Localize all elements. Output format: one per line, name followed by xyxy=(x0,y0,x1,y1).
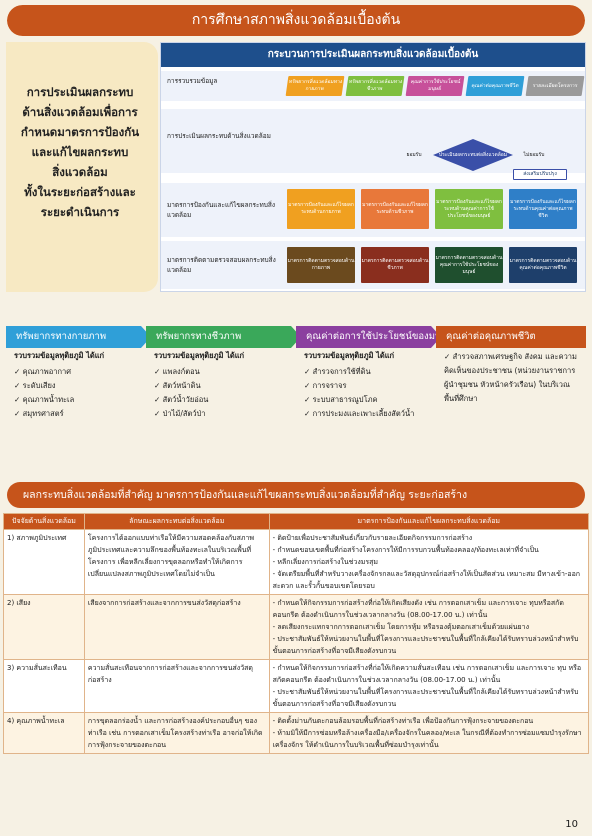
improve-box: ส่งเสริมปรับปรุง xyxy=(513,169,567,180)
table-header-cell: ปัจจัยด้านสิ่งแวดล้อม xyxy=(3,513,85,530)
category-column: รวบรวมข้อมูลทุติยภูมิ ได้แก่ ✓ คุณภาพอากา… xyxy=(14,350,147,468)
summary-line: ทั้งในระยะก่อสร้างและ xyxy=(24,185,136,199)
lane-label: การประเมินผลกระทบด้านสิ่งแวดล้อม xyxy=(167,132,271,140)
category-item: ✓ ระดับเสียง xyxy=(14,381,56,390)
table-row: 1) สภาพภูมิประเทศโครงการได้ออกแบบท่าเรือ… xyxy=(3,529,590,595)
category-item: ✓ การจราจร xyxy=(304,381,347,390)
measure-item: - ติดตั้งม่านกันตะกอนล้อมรอบพื้นที่ก่อสร… xyxy=(272,717,534,725)
measure-item: - ติดป้ายเพื่อประชาสัมพันธ์เกี่ยวกับรายล… xyxy=(272,534,473,542)
mitigation-box: มาตรการป้องกันและแก้ไขผลกระทบด้านคุณค่าต… xyxy=(509,189,577,229)
category-header: ทรัพยากรทางกายภาพ xyxy=(6,326,151,348)
table-header-cell: มาตรการป้องกันและแก้ไขผลกระทบสิ่งแวดล้อม xyxy=(268,513,590,530)
category-item: ✓ คุณภาพอากาศ xyxy=(14,367,71,376)
summary-line: และแก้ไขผลกระทบ xyxy=(31,145,129,159)
table-header-cell: ลักษณะผลกระทบต่อสิ่งแวดล้อม xyxy=(83,513,270,530)
category-item: ✓ สำรวจการใช้ที่ดิน xyxy=(304,367,371,376)
accept-label: ยอมรับ xyxy=(406,151,422,158)
impact-cell: การขุดลอกร่องน้ำ และการก่อสร้างองค์ประกอ… xyxy=(83,712,270,754)
summary-line: ระยะดำเนินการ xyxy=(40,205,120,219)
lane-label: มาตรการป้องกันและแก้ไขผลกระทบสิ่งแวดล้อม xyxy=(167,201,276,219)
measure-item: - จัดเตรียมพื้นที่สำหรับวางเครื่องจักรกล… xyxy=(272,570,581,590)
mitigation-box: มาตรการป้องกันและแก้ไขผลกระทบด้านคุณค่าก… xyxy=(435,189,503,229)
category-intro: รวบรวมข้อมูลทุติยภูมิ ได้แก่ xyxy=(304,351,395,360)
category-item: ✓ คุณภาพน้ำทะเล xyxy=(14,395,75,404)
measure-item: - ห้ามมิให้มีการซ่อมหรือล้างเครื่องมือ/เ… xyxy=(272,729,582,749)
lane-label: มาตรการติดตามตรวจสอบผลกระทบสิ่งแวดล้อม xyxy=(167,256,276,274)
impact-table: ปัจจัยด้านสิ่งแวดล้อมลักษณะผลกระทบต่อสิ่… xyxy=(3,513,590,754)
summary-panel xyxy=(6,42,158,292)
process-lane: การประเมินผลกระทบด้านสิ่งแวดล้อม xyxy=(161,109,585,173)
table-header-row: ปัจจัยด้านสิ่งแวดล้อมลักษณะผลกระทบต่อสิ่… xyxy=(3,513,590,530)
category-header-row: ทรัพยากรทางกายภาพทรัพยากรทางชีวภาพคุณค่า… xyxy=(6,326,586,348)
mitigation-box: มาตรการป้องกันและแก้ไขผลกระทบด้านกายภาพ xyxy=(287,189,355,229)
section-title: ผลกระทบสิ่งแวดล้อมที่สำคัญ มาตรการป้องกั… xyxy=(23,489,468,501)
top-banner: การศึกษาสภาพสิ่งแวดล้อมเบื้องต้น xyxy=(7,5,585,36)
monitoring-box: มาตรการติดตามตรวจสอบด้านคุณค่าการใช้ประโ… xyxy=(435,247,503,283)
category-header: คุณค่าต่อคุณภาพชีวิต xyxy=(436,326,586,348)
category-item: ✓ ระบบสาธารณูปโภค xyxy=(304,395,378,404)
measures-cell: - กำหนดให้กิจกรรมการก่อสร้างที่ก่อให้เกิ… xyxy=(268,594,590,660)
summary-line: สิ่งแวดล้อม xyxy=(52,165,108,179)
category-detail-grid: รวบรวมข้อมูลทุติยภูมิ ได้แก่ ✓ คุณภาพอากา… xyxy=(6,350,586,468)
summary-text: การประเมินผลกระทบด้านสิ่งแวดล้อมเพื่อการ… xyxy=(8,82,152,222)
category-intro: รวบรวมข้อมูลทุติยภูมิ ได้แก่ xyxy=(14,351,105,360)
impact-cell: ความสั่นสะเทือนจากการก่อสร้างและจากการขน… xyxy=(83,659,270,713)
collect-box: ทรัพยากรสิ่งแวดล้อมทางชีวภาพ xyxy=(345,76,405,96)
measures-cell: - กำหนดให้กิจกรรมการก่อสร้างที่ก่อให้เกิ… xyxy=(268,659,590,713)
table-row: 3) ความสั่นสะเทือนความสั่นสะเทือนจากการก… xyxy=(3,659,590,713)
factor-cell: 4) คุณภาพน้ำทะเล xyxy=(3,712,85,754)
category-header: ทรัพยากรทางชีวภาพ xyxy=(146,326,301,348)
category-item: ✓ การประมงและเพาะเลี้ยงสัตว์น้ำ xyxy=(304,409,415,418)
measure-item: - กำหนดให้กิจกรรมการก่อสร้างที่ก่อให้เกิ… xyxy=(272,599,564,619)
table-row: 2) เสียงเสียงจากการก่อสร้างและจากการขนส่… xyxy=(3,594,590,660)
summary-line: กำหนดมาตรการป้องกัน xyxy=(20,125,140,139)
mitigation-box: มาตรการป้องกันและแก้ไขผลกระทบด้านชีวภาพ xyxy=(361,189,429,229)
impact-cell: โครงการได้ออกแบบท่าเรือให้มีความสอดคล้อง… xyxy=(83,529,270,595)
category-intro: รวบรวมข้อมูลทุติยภูมิ ได้แก่ xyxy=(154,351,245,360)
measure-item: - ประชาสัมพันธ์ให้หน่วยงานในพื้นที่โครงก… xyxy=(272,635,579,655)
monitoring-box: มาตรการติดตามตรวจสอบด้านชีวภาพ xyxy=(361,247,429,283)
category-item: ✓ แพลงก์ตอน xyxy=(154,367,200,376)
summary-line: การประเมินผลกระทบ xyxy=(26,85,134,99)
collect-box: คุณค่าการใช้ประโยชน์มนุษย์ xyxy=(405,76,465,96)
category-column: ✓ สำรวจสภาพเศรษฐกิจ สังคม และความคิดเห็น… xyxy=(444,350,582,468)
measures-cell: - ติดป้ายเพื่อประชาสัมพันธ์เกี่ยวกับรายล… xyxy=(268,529,590,595)
measure-item: - กำหนดให้กิจกรรมการก่อสร้างที่ก่อให้เกิ… xyxy=(272,664,582,684)
category-column: รวบรวมข้อมูลทุติยภูมิ ได้แก่ ✓ แพลงก์ตอน ✓… xyxy=(154,350,297,468)
category-item: ✓ ป่าไม้/สัตว์ป่า xyxy=(154,409,206,418)
measures-cell: - ติดตั้งม่านกันตะกอนล้อมรอบพื้นที่ก่อสร… xyxy=(268,712,590,754)
category-item: ✓ สมุทรศาสตร์ xyxy=(14,409,64,418)
collect-box: คุณค่าต่อคุณภาพชีวิต xyxy=(465,76,525,96)
monitoring-box: มาตรการติดตามตรวจสอบด้านกายภาพ xyxy=(287,247,355,283)
measure-item: - หลีกเลี่ยงการก่อสร้างในช่วงมรสุม xyxy=(272,558,379,566)
factor-cell: 2) เสียง xyxy=(3,594,85,660)
measure-item: - ประชาสัมพันธ์ให้หน่วยงานในพื้นที่โครงก… xyxy=(272,688,579,708)
category-item: ✓ สัตว์หน้าดิน xyxy=(154,381,201,390)
category-item: ✓ สำรวจสภาพเศรษฐกิจ สังคม และความคิดเห็น… xyxy=(444,352,577,403)
measure-item: - ลดเสียงกระแทกจากการตอกเสาเข็ม โดยการหุ… xyxy=(272,623,529,631)
impact-cell: เสียงจากการก่อสร้างและจากการขนส่งวัสดุก่… xyxy=(83,594,270,660)
process-diagram: กระบวนการประเมินผลกระทบสิ่งแวดล้อมเบื้อง… xyxy=(160,42,586,292)
category-item: ✓ สัตว์น้ำวัยอ่อน xyxy=(154,395,209,404)
page-number: 10 xyxy=(565,819,578,830)
reject-label: ไม่ยอมรับ xyxy=(523,151,545,158)
process-title: กระบวนการประเมินผลกระทบสิ่งแวดล้อมเบื้อง… xyxy=(161,43,585,67)
category-column: รวบรวมข้อมูลทุติยภูมิ ได้แก่ ✓ สำรวจการใช… xyxy=(304,350,437,468)
factor-cell: 1) สภาพภูมิประเทศ xyxy=(3,529,85,595)
lane-label: การรวบรวมข้อมูล xyxy=(167,77,218,85)
factor-cell: 3) ความสั่นสะเทือน xyxy=(3,659,85,713)
category-header: คุณค่าต่อการใช้ประโยชน์ของมนุษย์ xyxy=(296,326,441,348)
page-title: การศึกษาสภาพสิ่งแวดล้อมเบื้องต้น xyxy=(191,12,401,28)
table-row: 4) คุณภาพน้ำทะเลการขุดลอกร่องน้ำ และการก… xyxy=(3,712,590,754)
monitoring-box: มาตรการติดตามตรวจสอบด้านคุณค่าต่อคุณภาพช… xyxy=(509,247,577,283)
collect-box: รายละเอียดโครงการ xyxy=(525,76,585,96)
section-banner: ผลกระทบสิ่งแวดล้อมที่สำคัญ มาตรการป้องกั… xyxy=(7,482,585,508)
top-banner-fill xyxy=(7,5,585,36)
summary-line: ด้านสิ่งแวดล้อมเพื่อการ xyxy=(22,105,138,119)
measure-item: - กำหนดขอบเขตพื้นที่ก่อสร้างโครงการให้มี… xyxy=(272,546,539,554)
collect-box: ทรัพยากรสิ่งแวดล้อมทางกายภาพ xyxy=(285,76,345,96)
